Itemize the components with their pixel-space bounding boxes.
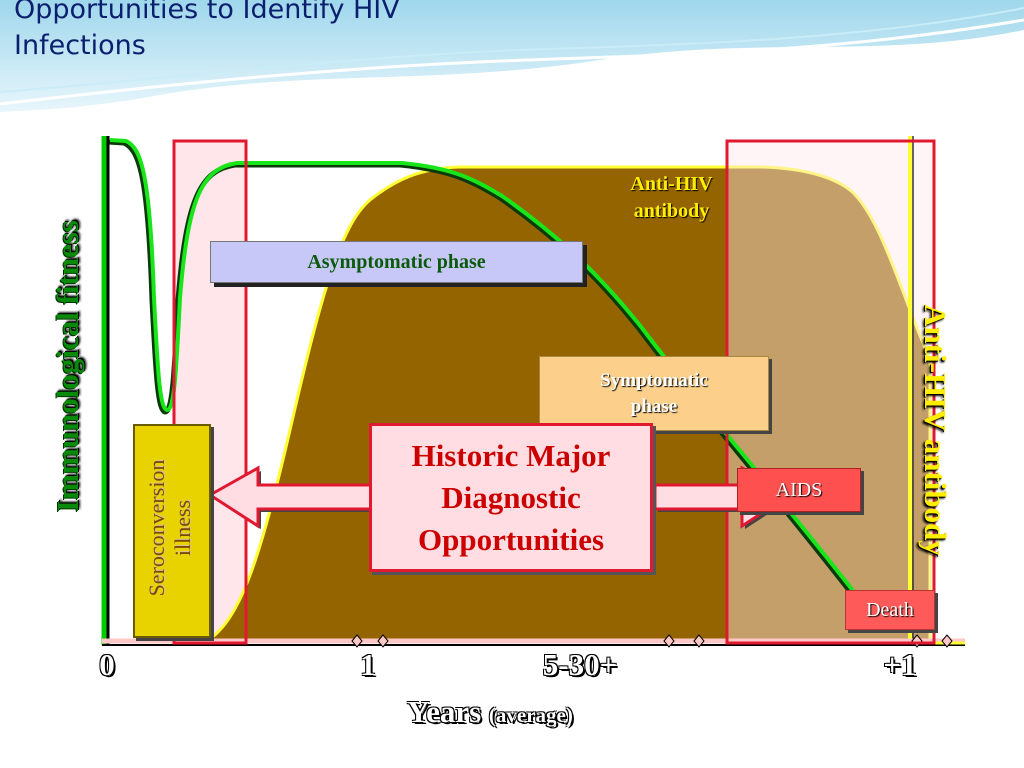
header-wave	[0, 0, 1024, 112]
aids-box: AIDS	[737, 468, 861, 512]
historic-diagnostic-callout: Historic Major Diagnostic Opportunities	[369, 423, 653, 572]
slide-title: Opportunities to Identify HIV Infections	[14, 0, 400, 61]
seroconversion-label: Seroconversion illness	[144, 459, 195, 597]
x-tick-plus-1: +1	[883, 647, 917, 682]
left-highlight-border	[172, 139, 248, 645]
asymptomatic-phase-box: Asymptomatic phase	[210, 241, 583, 283]
x-tick-5-30: 5-30+	[542, 647, 618, 682]
x-tick-1: 1	[360, 647, 376, 682]
anti-hiv-antibody-label: Anti-HIV antibody	[630, 173, 713, 222]
x-tick-0: 0	[99, 647, 115, 682]
axis-break-marks	[351, 634, 953, 648]
header-wave-line-2	[0, 7, 1024, 93]
death-box: Death	[845, 590, 935, 630]
x-axis-title-main: Years	[407, 694, 482, 729]
x-axis-title: Years (average)	[407, 694, 573, 730]
x-axis-title-sub: (average)	[488, 703, 573, 727]
header-wave-line	[0, 18, 1024, 106]
seroconversion-box	[133, 424, 211, 638]
right-axis-label: Anti-HIV antibody	[918, 304, 953, 556]
y-axis-label: Immunological fitness	[50, 220, 85, 512]
symptomatic-phase-box: Symptomatic phase	[539, 356, 769, 431]
